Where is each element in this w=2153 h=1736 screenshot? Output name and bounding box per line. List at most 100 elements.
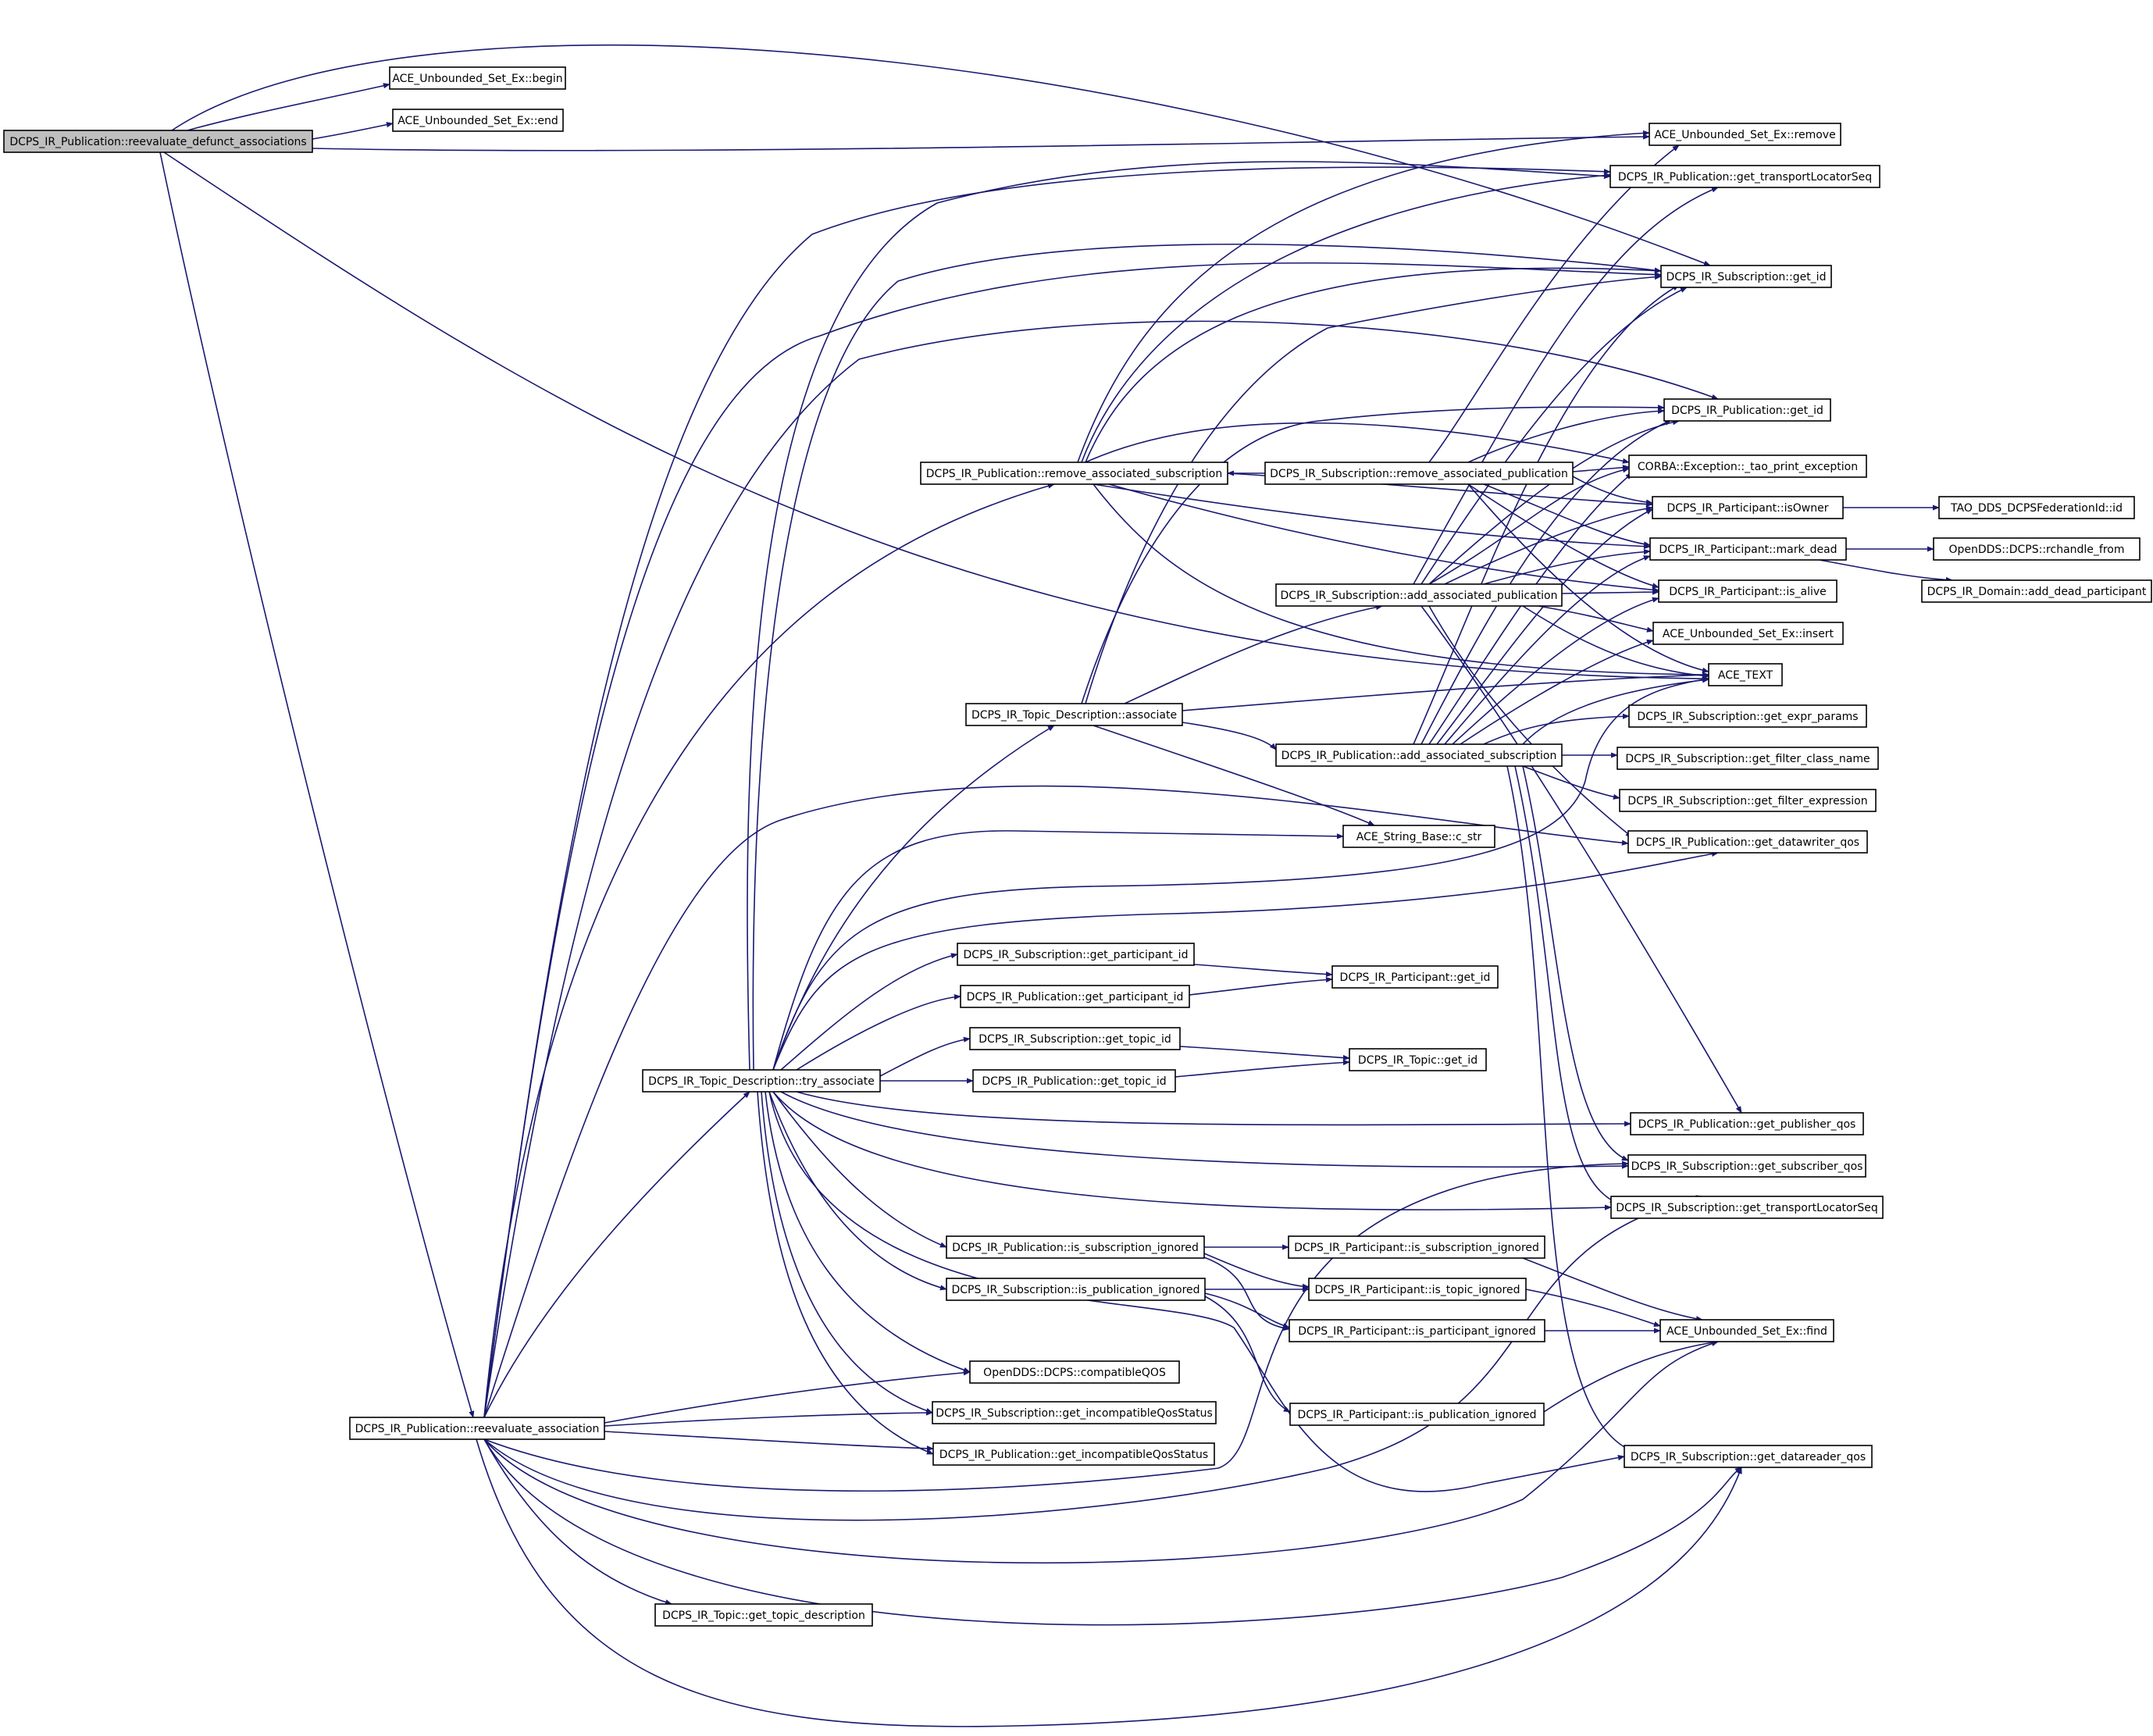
node-pub-transport[interactable]: DCPS_IR_Publication::get_transportLocato… [1609,165,1880,188]
node-dr-qos[interactable]: DCPS_IR_Subscription::get_datareader_qos [1624,1445,1873,1468]
node-pub-sub-ignored[interactable]: DCPS_IR_Publication::is_subscription_ign… [946,1235,1205,1259]
node-box [965,703,1183,726]
node-filter-expr[interactable]: DCPS_IR_Subscription::get_filter_express… [1619,789,1877,812]
node-set-find[interactable]: ACE_Unbounded_Set_Ex::find [1659,1319,1834,1342]
node-label: OpenDDS::DCPS::rchandle_from [1948,544,2124,556]
node-pub-get-id[interactable]: DCPS_IR_Publication::get_id [1663,398,1831,422]
node-set-remove[interactable]: ACE_Unbounded_Set_Ex::remove [1649,123,1841,146]
node-box [1652,496,1844,519]
node-label: DCPS_IR_Publication::add_associated_subs… [1281,750,1557,762]
node-add-dead[interactable]: DCPS_IR_Domain::add_dead_participant [1921,579,2152,603]
call-nodes: DCPS_IR_Publication::reevaluate_defunct_… [3,66,2152,1627]
node-label: DCPS_IR_Publication::get_incompatibleQos… [939,1449,1208,1461]
node-mark-dead[interactable]: DCPS_IR_Participant::mark_dead [1649,537,1847,561]
node-box [960,985,1190,1008]
node-sub-pub-ignored[interactable]: DCPS_IR_Subscription::is_publication_ign… [946,1278,1206,1301]
node-box [349,1417,605,1440]
node-label: DCPS_IR_Topic_Description::try_associate [648,1075,875,1088]
edge-add_assoc_sub-to-expr_params [1483,713,1630,745]
node-box [1933,537,2141,561]
node-sub-incompat[interactable]: DCPS_IR_Subscription::get_incompatibleQo… [932,1401,1217,1424]
node-pub-topic-id[interactable]: DCPS_IR_Publication::get_topic_id [972,1069,1176,1093]
edge-remove_assoc_sub-to-tao_print [1085,422,1630,464]
node-label: DCPS_IR_Subscription::add_associated_pub… [1281,590,1558,602]
node-fed-id[interactable]: TAO_DDS_DCPSFederationId::id [1938,496,2135,519]
edge-try_associate-to-pub_sub_ignored [772,1091,947,1248]
node-topic-associate[interactable]: DCPS_IR_Topic_Description::associate [965,703,1183,726]
node-part-part-ignored[interactable]: DCPS_IR_Participant::is_participant_igno… [1289,1319,1545,1342]
node-tao-print[interactable]: CORBA::Exception::_tao_print_exception [1628,454,1867,478]
edge-topic_associate-to-add_assoc_pub [1124,604,1383,704]
node-box [642,1069,881,1093]
node-part-pub-ignored[interactable]: DCPS_IR_Participant::is_publication_igno… [1289,1403,1545,1426]
node-is-alive[interactable]: DCPS_IR_Participant::is_alive [1658,579,1838,603]
node-box [969,1360,1180,1384]
node-expr-params[interactable]: DCPS_IR_Subscription::get_expr_params [1628,704,1867,728]
edge-pub_topic_id-to-topic_get_id [1175,1059,1350,1078]
node-box [1617,747,1879,770]
edge-sub_pub_ignored-to-part_part_ignored [1204,1292,1290,1328]
edge-reevaluate_defunct-to-sub_get_id [171,44,1711,266]
node-add-assoc-pub[interactable]: DCPS_IR_Subscription::add_associated_pub… [1275,583,1563,607]
node-set-insert[interactable]: ACE_Unbounded_Set_Ex::insert [1652,622,1844,645]
edge-try_associate-to-sub_pub_ignored [768,1091,947,1291]
edge-reevaluate_assoc-to-pub_get_id [483,320,1719,1418]
node-part-get-id[interactable]: DCPS_IR_Participant::get_id [1331,965,1499,989]
edge-add_assoc_sub-to-sub_get_id [1413,284,1680,745]
node-try-associate[interactable]: DCPS_IR_Topic_Description::try_associate [642,1069,881,1093]
node-pub-qos[interactable]: DCPS_IR_Publication::get_publisher_qos [1630,1112,1864,1135]
node-dw-qos[interactable]: DCPS_IR_Publication::get_datawriter_qos [1627,830,1868,854]
node-is-owner[interactable]: DCPS_IR_Participant::isOwner [1652,496,1844,519]
node-box [1610,1196,1884,1219]
node-sub-part-id[interactable]: DCPS_IR_Subscription::get_participant_id [957,943,1195,966]
node-label: DCPS_IR_Subscription::get_expr_params [1637,711,1858,723]
node-part-topic-ignored[interactable]: DCPS_IR_Participant::is_topic_ignored [1308,1278,1527,1301]
node-compatible-qos[interactable]: OpenDDS::DCPS::compatibleQOS [969,1360,1180,1384]
node-label: DCPS_IR_Participant::is_topic_ignored [1315,1284,1520,1296]
node-box [1619,789,1877,812]
node-reevaluate-defunct[interactable]: DCPS_IR_Publication::reevaluate_defunct_… [3,130,313,153]
edge-add_assoc_pub-to-pub_transport [1413,187,1719,585]
node-label: DCPS_IR_Publication::get_topic_id [982,1075,1166,1088]
edge-add_assoc_pub-to-ace_text [1522,605,1709,679]
node-pub-incompat[interactable]: DCPS_IR_Publication::get_incompatibleQos… [932,1442,1215,1466]
node-label: DCPS_IR_Publication::get_id [1671,405,1823,417]
node-label: CORBA::Exception::_tao_print_exception [1638,461,1858,473]
node-box [1264,462,1574,485]
node-ace-text[interactable]: ACE_TEXT [1708,663,1783,686]
edge-add_assoc_pub-to-is_alive [1561,589,1659,595]
node-label: DCPS_IR_Publication::get_transportLocato… [1618,171,1872,184]
node-sub-topic-id[interactable]: DCPS_IR_Subscription::get_topic_id [969,1027,1181,1050]
node-part-sub-ignored[interactable]: DCPS_IR_Participant::is_subscription_ign… [1288,1235,1545,1259]
node-set-begin[interactable]: ACE_Unbounded_Set_Ex::begin [389,66,566,90]
edge-reevaluate_assoc-to-compatible_qos [604,1370,971,1424]
edge-try_associate-to-dw_qos [772,850,1719,1071]
node-c-str[interactable]: ACE_String_Base::c_str [1342,825,1495,848]
edge-add_assoc_pub-to-tao_print [1428,467,1630,585]
edge-sub_topic_id-to-topic_get_id [1179,1046,1350,1061]
node-rchandle[interactable]: OpenDDS::DCPS::rchandle_from [1933,537,2141,561]
node-topic-desc[interactable]: DCPS_IR_Topic::get_topic_description [654,1603,873,1627]
node-sub-get-id[interactable]: DCPS_IR_Subscription::get_id [1660,265,1832,288]
node-box [1331,965,1499,989]
node-filter-class[interactable]: DCPS_IR_Subscription::get_filter_class_n… [1617,747,1879,770]
node-sub-qos[interactable]: DCPS_IR_Subscription::get_subscriber_qos [1627,1154,1866,1178]
edge-try_associate-to-sub_part_id [780,953,958,1071]
node-sub-transport[interactable]: DCPS_IR_Subscription::get_transportLocat… [1610,1196,1884,1219]
edge-topic_associate-to-ace_text [1182,672,1709,711]
node-remove-assoc-pub[interactable]: DCPS_IR_Subscription::remove_associated_… [1264,462,1574,485]
edge-pub_part_id-to-part_get_id [1189,976,1333,996]
node-set-end[interactable]: ACE_Unbounded_Set_Ex::end [392,109,564,132]
node-remove-assoc-sub[interactable]: DCPS_IR_Publication::remove_associated_s… [920,462,1228,485]
node-topic-get-id[interactable]: DCPS_IR_Topic::get_id [1349,1048,1487,1071]
edge-add_assoc_sub-to-sub_transport [1514,765,1617,1203]
node-add-assoc-sub[interactable]: DCPS_IR_Publication::add_associated_subs… [1275,743,1563,767]
edge-add_assoc_sub-to-set_insert [1460,639,1654,745]
edge-reevaluate_assoc-to-sub_incompat [604,1410,933,1427]
node-reevaluate-assoc[interactable]: DCPS_IR_Publication::reevaluate_associat… [349,1417,605,1440]
node-label: ACE_Unbounded_Set_Ex::remove [1654,129,1835,141]
node-box [969,1027,1181,1050]
node-label: DCPS_IR_Subscription::get_datareader_qos [1631,1451,1866,1463]
node-label: DCPS_IR_Subscription::get_filter_express… [1627,795,1867,807]
node-pub-part-id[interactable]: DCPS_IR_Publication::get_participant_id [960,985,1190,1008]
